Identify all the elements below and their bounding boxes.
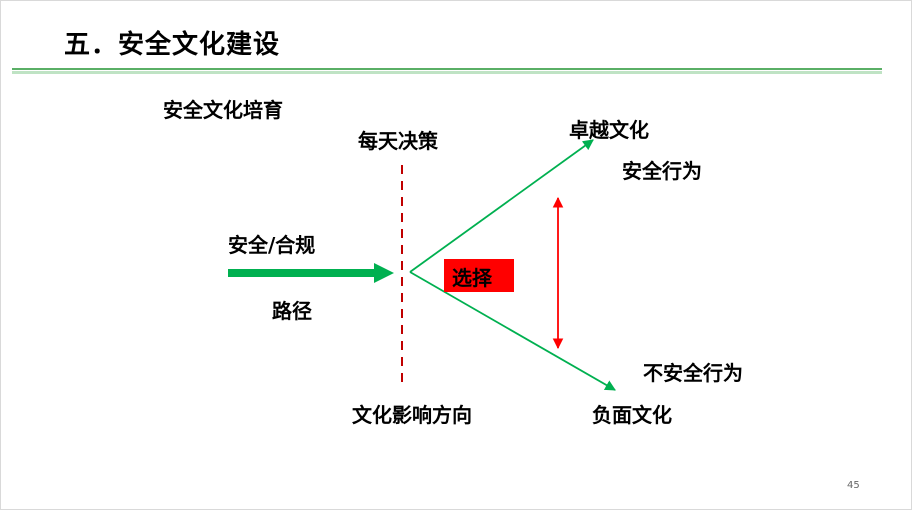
upper-behavior-label: 安全行为 bbox=[622, 159, 702, 183]
daily-decision-label: 每天决策 bbox=[358, 129, 438, 153]
path-top-label: 安全/合规 bbox=[228, 233, 316, 257]
lower-behavior-label: 不安全行为 bbox=[643, 361, 743, 385]
influence-label: 文化影响方向 bbox=[352, 403, 472, 427]
lower-outcome-label: 负面文化 bbox=[592, 403, 672, 427]
upper-outcome-label: 卓越文化 bbox=[569, 118, 649, 142]
compliance-path-arrow bbox=[228, 263, 394, 283]
path-bottom-label: 路径 bbox=[272, 299, 312, 323]
title-underline bbox=[12, 68, 882, 70]
choice-label: 选择 bbox=[452, 266, 492, 290]
title-underline-shadow bbox=[12, 71, 882, 74]
upper-branch-arrow bbox=[409, 139, 594, 273]
page-number: 45 bbox=[847, 480, 860, 491]
heading-label: 安全文化培育 bbox=[163, 98, 283, 122]
choice-box: 选择 bbox=[444, 259, 514, 292]
slide-title: 五．安全文化建设 bbox=[64, 30, 281, 60]
